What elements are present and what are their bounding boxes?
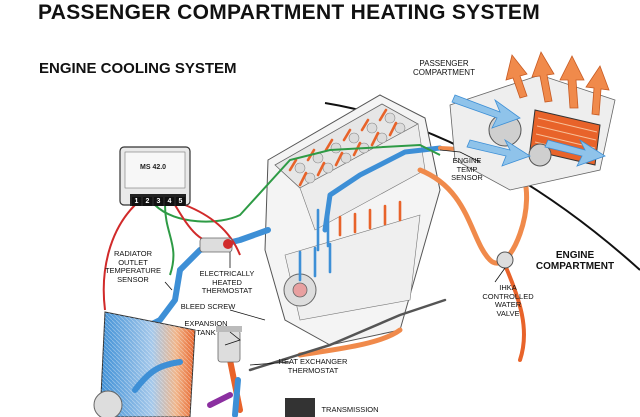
label-heat-exchanger-thermostat: HEAT EXCHANGER THERMOSTAT — [278, 357, 348, 375]
coolant-pipes — [137, 145, 530, 417]
label-radiator-outlet-sensor: RADIATOR OUTLET TEMPERATURE SENSOR — [104, 249, 162, 284]
label-passenger-compartment: PASSENGER COMPARTMENT — [413, 59, 475, 77]
page-subtitle: ENGINE COOLING SYSTEM — [39, 60, 237, 77]
expansion-tank — [216, 326, 242, 363]
heat-exchanger — [285, 398, 315, 417]
radiator — [93, 311, 196, 417]
ecu-pin-4: 4 — [165, 197, 174, 206]
ecu-pin-5: 5 — [176, 197, 185, 206]
electric-thermostat — [199, 237, 233, 253]
label-bleed-screw: BLEED SCREW — [180, 302, 236, 311]
heater-core-module — [449, 51, 616, 191]
label-engine-compartment: ENGINE COMPARTMENT — [535, 250, 615, 272]
label-expansion-tank: EXPANSION TANK — [184, 319, 228, 337]
label-transmission: TRANSMISSION — [321, 405, 379, 414]
ecu-module — [119, 146, 191, 206]
label-ihka-water-valve: IHKA CONTROLLED WATER VALVE — [482, 283, 534, 318]
ihka-water-valve — [496, 251, 514, 269]
ecu-pin-3: 3 — [154, 197, 163, 206]
ecu-pin-2: 2 — [143, 197, 152, 206]
ecu-pin-1: 1 — [132, 197, 141, 206]
page-title: PASSENGER COMPARTMENT HEATING SYSTEM — [38, 1, 540, 24]
ecu-label: MS 42.0 — [140, 164, 167, 171]
engine-block — [264, 94, 441, 346]
leader-lines — [164, 149, 506, 366]
label-electric-thermostat: ELECTRICALLY HEATED THERMOSTAT — [199, 269, 255, 295]
label-engine-temp-sensor: ENGINE TEMP SENSOR — [451, 156, 483, 182]
ecu-wiring — [102, 143, 441, 311]
